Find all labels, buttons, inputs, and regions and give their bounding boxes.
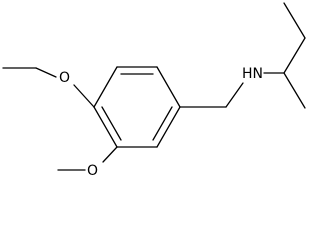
ring-double-bond-right (152, 106, 173, 141)
ring-bond-upper-left (93, 66, 118, 108)
ch2-to-n-bond (225, 82, 244, 108)
ring-double-bond-left (101, 106, 122, 141)
ethoxy-o-to-ch2-bond (35, 67, 57, 78)
ch2-to-ch3-bond (283, 2, 306, 39)
ring-to-methoxy-o-bond (102, 146, 118, 163)
ring-bond-lower-right (156, 106, 181, 148)
ethoxy-group (2, 67, 95, 108)
amine-label: HN (242, 66, 263, 82)
ring-bond-lower-left (93, 106, 118, 148)
ring-bond-upper-right (156, 66, 181, 108)
benzene-ring (93, 66, 181, 148)
structure-canvas: HN O O (2, 2, 306, 179)
methoxy-group (57, 146, 118, 171)
ring-to-ethoxy-o-bond (73, 84, 95, 108)
sec-butyl-group (263, 2, 306, 109)
molecule-diagram: HN O O (2, 2, 306, 179)
ch-to-methyl-bond (283, 72, 306, 109)
benzylamine-chain (179, 82, 244, 108)
methoxy-oxygen-label: O (87, 163, 98, 179)
ethoxy-oxygen-label: O (59, 70, 70, 86)
ch-to-ch2-bond (283, 37, 306, 74)
